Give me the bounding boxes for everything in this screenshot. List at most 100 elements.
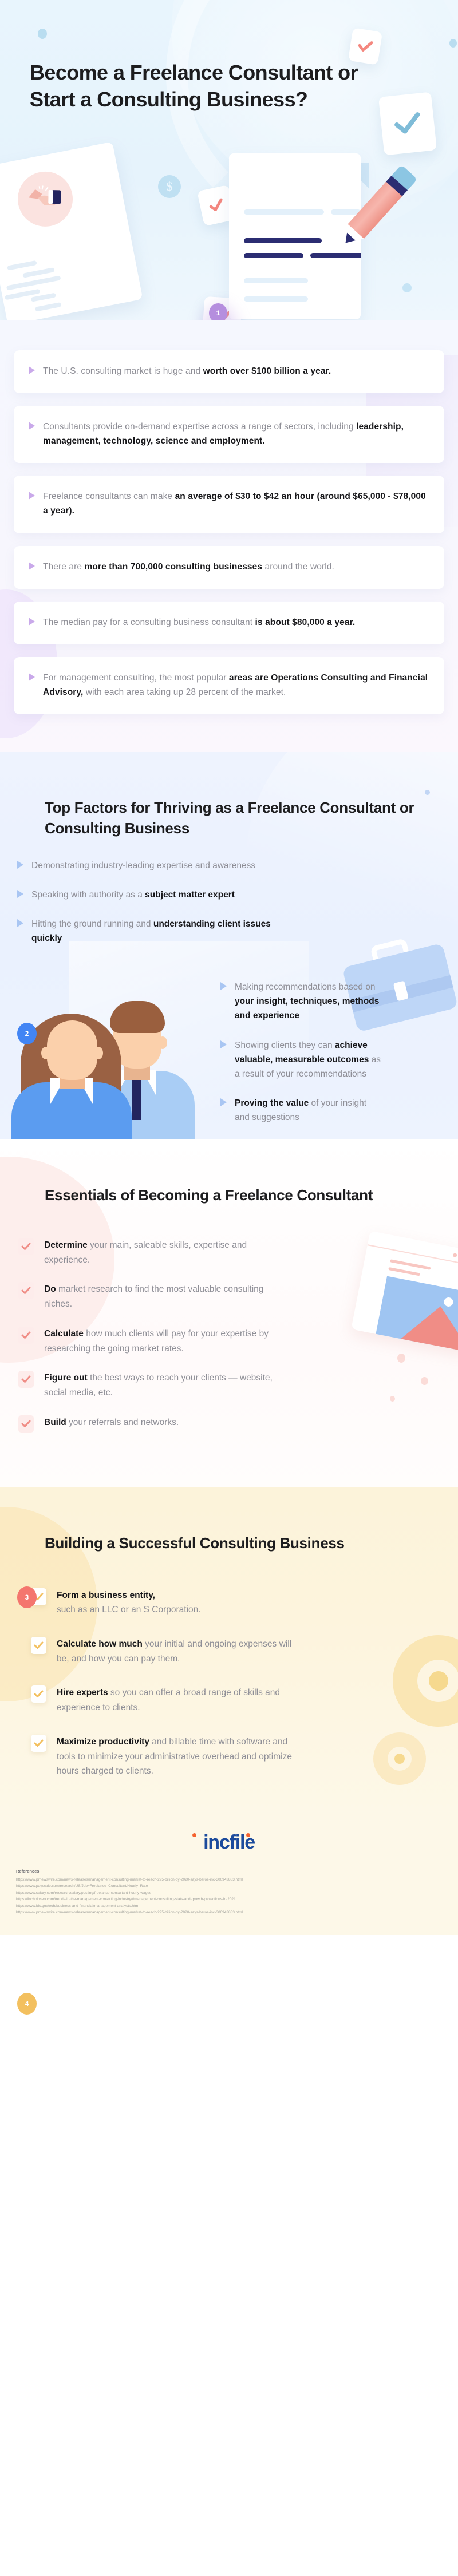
decorative-dot: [402, 283, 412, 292]
step-badge-2: 2: [17, 1023, 37, 1044]
section-3-heading: Essentials of Becoming a Freelance Consu…: [45, 1186, 373, 1204]
section-4-heading: Building a Successful Consulting Busines…: [45, 1534, 345, 1552]
gear-icon: [373, 1732, 426, 1785]
fact-card: The median pay for a consulting business…: [14, 601, 444, 644]
fact-text: The median pay for a consulting business…: [43, 617, 356, 627]
section-2-right-bullets: Making recommendations based on your ins…: [203, 960, 458, 1125]
checkmark-icon: [209, 198, 223, 211]
checklist-text: Figure out the best ways to reach your c…: [44, 1373, 273, 1398]
bullet-text: Hitting the ground running and understan…: [31, 919, 271, 944]
bullet-item: Making recommendations based on your ins…: [220, 980, 442, 1023]
checkmark-icon: [18, 1415, 34, 1433]
hero-section: Become a Freelance Consultant or Start a…: [0, 0, 458, 320]
bullet-item: Speaking with authority as a subject mat…: [17, 888, 441, 902]
decorative-dot: [38, 29, 47, 39]
references-title: References: [16, 1869, 40, 1874]
checkmark-icon: [18, 1371, 34, 1388]
hero-document-illustration: [229, 153, 361, 319]
checkmark-icon: [394, 112, 420, 134]
arrow-bullet-icon: [17, 919, 23, 927]
checklist-text: Hire experts so you can offer a broad ra…: [57, 1688, 281, 1713]
checklist-item: Maximize productivity and billable time …: [31, 1734, 439, 1779]
checkmark-icon: [18, 1326, 34, 1344]
section-4-checklist: Form a business entity, such as an LLC o…: [0, 1588, 458, 1779]
fact-text: The U.S. consulting market is huge and w…: [43, 366, 331, 376]
reference-link[interactable]: https://www.bls.gov/ooh/business-and-fin…: [16, 1904, 139, 1908]
checklist-item: Calculate how much your initial and ongo…: [31, 1636, 439, 1666]
checkmark-icon: [18, 1237, 34, 1255]
section-building-business: Building a Successful Consulting Busines…: [0, 1487, 458, 1817]
bullet-item: Hitting the ground running and understan…: [17, 917, 441, 945]
references-block: References https://www.prnewswire.com/ne…: [0, 1869, 458, 1916]
checklist-text: Determine your main, saleable skills, ex…: [44, 1240, 247, 1265]
step-badge-1: 1: [209, 303, 227, 320]
checklist-text: Calculate how much your initial and ongo…: [57, 1639, 292, 1664]
fact-card: For management consulting, the most popu…: [14, 656, 444, 714]
bullet-text: Speaking with authority as a subject mat…: [31, 889, 235, 900]
checklist-text: Calculate how much clients will pay for …: [44, 1328, 269, 1354]
checklist-text: Do market research to find the most valu…: [44, 1284, 264, 1309]
fact-card: Freelance consultants can make an averag…: [14, 476, 444, 533]
arrow-bullet-icon: [17, 860, 23, 869]
handshake-icon: [29, 185, 61, 206]
checklist-item: Build your referrals and networks.: [18, 1415, 439, 1433]
check-card: [378, 92, 437, 156]
page-title: Become a Freelance Consultant or Start a…: [30, 61, 358, 111]
handshake-document-illustration: [0, 141, 143, 320]
checklist-item: Calculate how much clients will pay for …: [18, 1326, 439, 1356]
bullet-text: Showing clients they can achieve valuabl…: [235, 1040, 381, 1079]
reference-link[interactable]: https://www.salary.com/research/salary/p…: [16, 1890, 152, 1895]
decorative-dot: [449, 39, 457, 48]
bullet-item: Demonstrating industry-leading expertise…: [17, 858, 441, 873]
arrow-bullet-icon: [29, 617, 35, 626]
checkmark-icon: [18, 1282, 34, 1300]
arrow-bullet-icon: [220, 982, 227, 991]
bullet-text: Making recommendations based on your ins…: [235, 982, 380, 1021]
check-card: [348, 27, 383, 65]
fact-text: Consultants provide on-demand expertise …: [43, 422, 404, 446]
fact-card: The U.S. consulting market is huge and w…: [14, 350, 444, 394]
reference-link[interactable]: https://www.prnewswire.com/news-releases…: [16, 1910, 243, 1914]
arrow-bullet-icon: [220, 1098, 227, 1106]
checkmark-icon: [358, 41, 373, 52]
bullet-text: Demonstrating industry-leading expertise…: [31, 860, 256, 870]
arrow-bullet-icon: [29, 422, 35, 430]
step-badge-3: 3: [17, 1586, 37, 1608]
decorative-dot: [425, 789, 430, 795]
decorative-dot: [421, 1377, 428, 1386]
reference-link[interactable]: https://www.payscale.com/research/US/Job…: [16, 1884, 148, 1889]
section-top-factors: Top Factors for Thriving as a Freelance …: [0, 751, 458, 1140]
checklist-item: Form a business entity, such as an LLC o…: [31, 1588, 439, 1617]
bullet-item: Showing clients they can achieve valuabl…: [220, 1038, 442, 1081]
section-consulting-facts: The U.S. consulting market is huge and w…: [0, 320, 458, 752]
section-2-heading: Top Factors for Thriving as a Freelance …: [45, 798, 414, 837]
incfile-logo[interactable]: incfile: [0, 1831, 458, 1869]
arrow-bullet-icon: [29, 561, 35, 570]
checklist-text: Build your referrals and networks.: [44, 1417, 179, 1427]
section-essentials: Essentials of Becoming a Freelance Consu…: [0, 1139, 458, 1487]
reference-link[interactable]: https://www.prnewswire.com/news-releases…: [16, 1878, 243, 1882]
fact-text: For management consulting, the most popu…: [43, 672, 428, 697]
check-card: [197, 184, 236, 227]
reference-link[interactable]: https://linchpinseo.com/trends-in-the-ma…: [16, 1897, 236, 1902]
checklist-text: Form a business entity, such as an LLC o…: [57, 1590, 201, 1615]
footer: incfile References https://www.prnewswir…: [0, 1817, 458, 1936]
checkmark-icon: [31, 1636, 46, 1654]
fact-card: There are more than 700,000 consulting b…: [14, 545, 444, 589]
arrow-bullet-icon: [29, 366, 35, 374]
consultants-illustration: [11, 968, 200, 1140]
section-2-left-bullets: Demonstrating industry-leading expertise…: [0, 839, 458, 945]
arrow-bullet-icon: [220, 1040, 227, 1048]
bullet-text: Proving the value of your insight and su…: [235, 1098, 367, 1122]
section-3-checklist: Determine your main, saleable skills, ex…: [0, 1237, 458, 1433]
fact-text: There are more than 700,000 consulting b…: [43, 561, 334, 572]
logo-dot-j: [246, 1833, 250, 1838]
arrow-bullet-icon: [17, 889, 23, 898]
fact-card: Consultants provide on-demand expertise …: [14, 406, 444, 464]
checklist-item: Do market research to find the most valu…: [18, 1282, 439, 1311]
checkmark-icon: [31, 1685, 46, 1703]
checkmark-icon: [31, 1734, 46, 1752]
checklist-text: Maximize productivity and billable time …: [57, 1736, 292, 1776]
checklist-item: Determine your main, saleable skills, ex…: [18, 1237, 439, 1267]
